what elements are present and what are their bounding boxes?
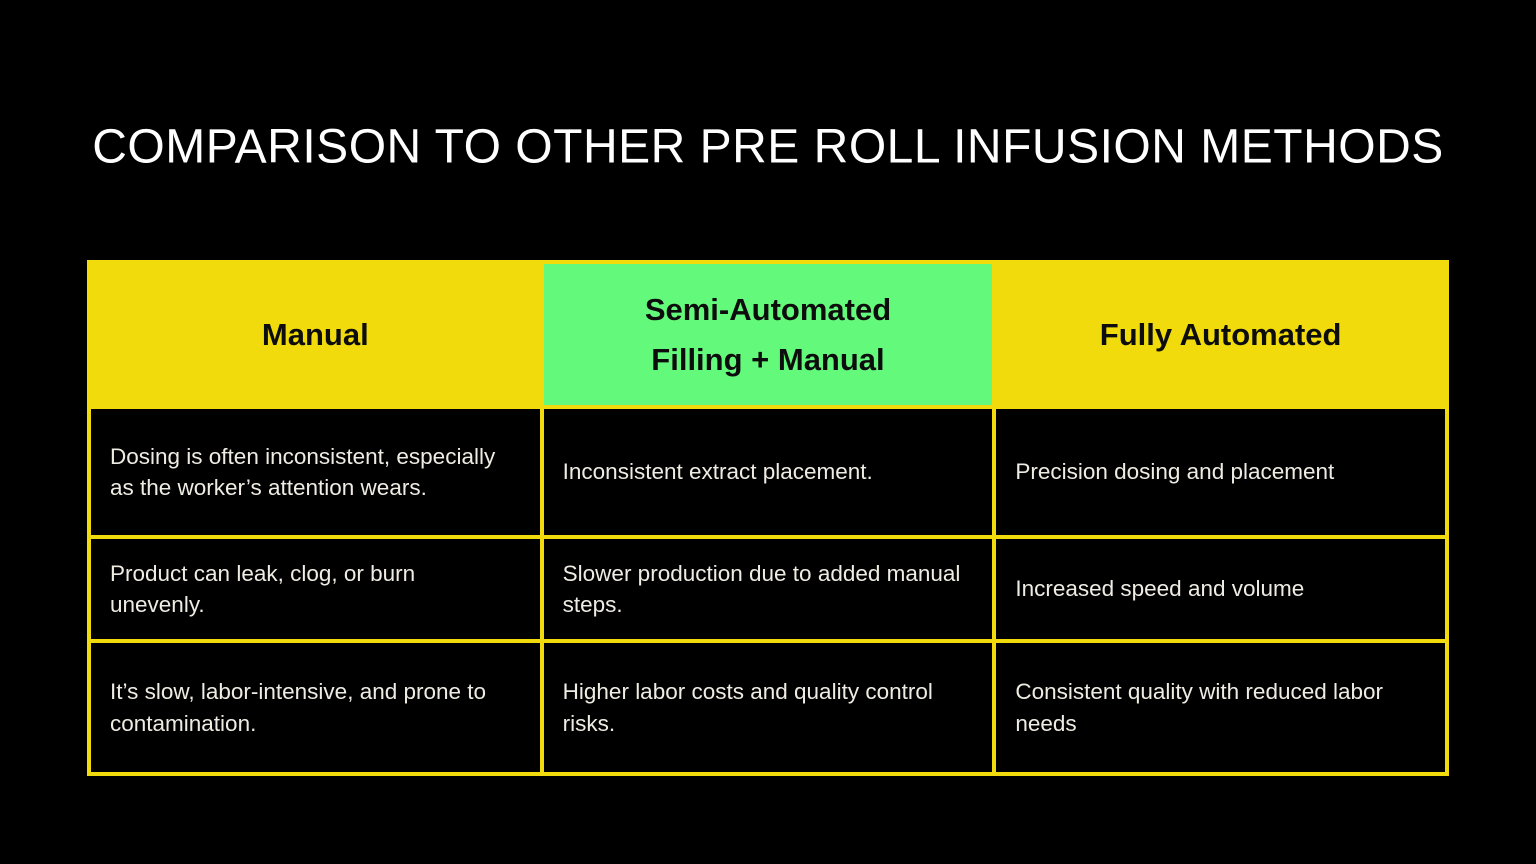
table-header-label: Fully Automated — [1099, 316, 1342, 352]
table-cell-auto-speed: Increased speed and volume — [996, 539, 1445, 639]
table-header-semi-automated: Semi-Automated Filling + Manual — [543, 264, 993, 405]
table-cell-auto-consistent: Consistent quality with reduced labor ne… — [996, 643, 1445, 772]
table-cell-semi-placement: Inconsistent extract placement. — [543, 409, 993, 535]
table-header-manual: Manual — [91, 264, 540, 405]
table-cell-manual-slow: It’s slow, labor-intensive, and prone to… — [91, 643, 540, 772]
table-header-label: Manual — [261, 316, 369, 352]
table-cell-semi-labor-costs: Higher labor costs and quality control r… — [543, 643, 993, 772]
slide-title: COMPARISON TO OTHER PRE ROLL INFUSION ME… — [92, 120, 1444, 174]
table-cell-manual-leak: Product can leak, clog, or burn unevenly… — [91, 539, 540, 639]
table-header-label: Semi-Automated Filling + Manual — [644, 291, 892, 377]
table-cell-manual-dosing: Dosing is often inconsistent, especially… — [91, 409, 540, 535]
table-cell-semi-slower: Slower production due to added manual st… — [543, 539, 993, 639]
table-header-fully-automated: Fully Automated — [996, 264, 1445, 405]
comparison-table: Manual Semi-Automated Filling + Manual F… — [87, 260, 1449, 776]
table-cell-auto-precision: Precision dosing and placement — [996, 409, 1445, 535]
